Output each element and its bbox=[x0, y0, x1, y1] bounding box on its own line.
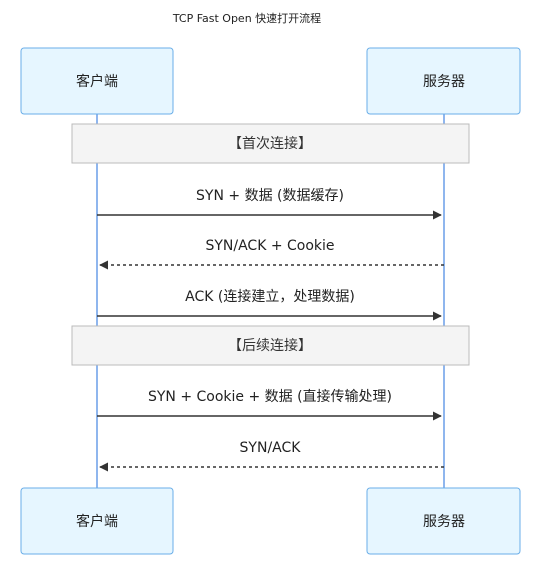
section-label: 【后续连接】 bbox=[228, 337, 312, 354]
section-first-connection: 【首次连接】 bbox=[71, 123, 470, 164]
participant-server-bottom: 服务器 bbox=[366, 487, 521, 555]
message-label: SYN + Cookie + 数据 (直接传输处理) bbox=[148, 388, 392, 405]
participant-server-label: 服务器 bbox=[423, 74, 465, 90]
diagram-title: TCP Fast Open 快速打开流程 bbox=[172, 11, 321, 25]
participant-server-top: 服务器 bbox=[366, 47, 521, 115]
message-label: SYN + 数据 (数据缓存) bbox=[196, 188, 344, 204]
participant-client-label: 客户端 bbox=[76, 73, 118, 90]
message-label: SYN/ACK bbox=[240, 440, 302, 456]
participant-client-bottom: 客户端 bbox=[20, 487, 174, 555]
participant-client-label: 客户端 bbox=[76, 513, 118, 530]
message-label: ACK (连接建立，处理数据) bbox=[185, 288, 355, 305]
section-subsequent-connection: 【后续连接】 bbox=[71, 325, 470, 366]
participant-client-top: 客户端 bbox=[20, 47, 174, 115]
section-label: 【首次连接】 bbox=[228, 135, 312, 152]
participant-server-label: 服务器 bbox=[423, 514, 465, 530]
message-label: SYN/ACK + Cookie bbox=[205, 238, 334, 254]
